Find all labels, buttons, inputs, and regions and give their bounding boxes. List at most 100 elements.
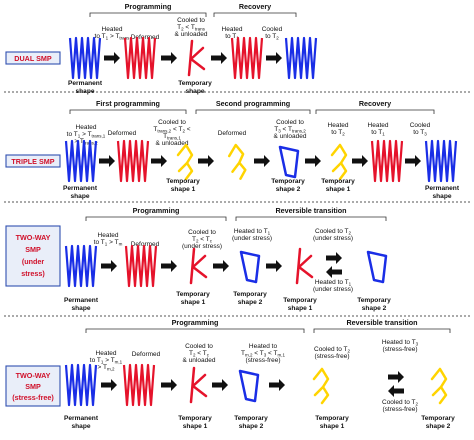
triple-step-deformed-1: Deformed (108, 130, 137, 137)
twoway-stress-arrow (101, 260, 117, 272)
twoway-stress-programming-bracket (85, 216, 227, 221)
dual-step-deformed: Deformed (131, 34, 160, 41)
twoway-free-step-rev-cooled: Cooled to T2(stress-free) (314, 346, 350, 360)
triple-step-deformed-2: Deformed (218, 130, 247, 137)
twoway-free-arrow (269, 379, 285, 391)
triple-arrow (198, 155, 214, 167)
triple-recovered-permanent-shape (424, 139, 458, 183)
triple-recovered-deformed-shape (370, 139, 404, 183)
twoway-stress-temporary-shape-2b (366, 250, 388, 284)
twoway-stress-row: Programming Reversible transition TWO-WA… (5, 206, 391, 312)
triple-arrow (305, 155, 321, 167)
triple-arrow (151, 155, 167, 167)
dual-recovery-header: Recovery (239, 2, 271, 11)
twoway-free-temporary-shape-1 (189, 366, 208, 404)
triple-second-programming-header: Second programming (216, 99, 290, 108)
twoway-free-arrow (212, 379, 228, 391)
twoway-free-row: Programming Reversible transition TWO-WA… (5, 318, 455, 430)
twoway-stress-arrow (161, 260, 177, 272)
twoway-free-step-rev-heated: Heated to T3(stress-free) (382, 339, 419, 353)
triple-smp-tag: TRIPLE SMP (11, 157, 54, 166)
triple-second-programming-bracket (195, 109, 311, 114)
twoway-free-step-deformed: Deformed (132, 351, 161, 358)
triple-arrow (405, 155, 421, 167)
twoway-stress-arrow-forward (326, 252, 342, 264)
twoway-free-reversible-header: Reversible transition (346, 318, 417, 327)
twoway-stress-step-deformed: Deformed (131, 241, 160, 248)
twoway-stress-reversible-bracket (235, 216, 387, 221)
dual-smp-tag-box (5, 51, 61, 65)
twoway-free-temporary-shape-1b (312, 367, 330, 405)
twoway-free-temporary-shape-2 (238, 369, 260, 403)
dual-temporary-shape (187, 39, 206, 77)
triple-first-programming-bracket (69, 109, 187, 114)
twoway-stress-permanent-shape (64, 244, 98, 288)
triple-arrow (99, 155, 115, 167)
dual-recovery-bracket (213, 12, 297, 17)
twoway-free-programming-header: Programming (172, 318, 219, 327)
twoway-free-programming-bracket (85, 328, 305, 333)
twoway-free-arrow-forward (388, 371, 404, 383)
dual-arrow (266, 52, 282, 64)
twoway-stress-step-rev-cooled: Cooled to T2(under stress) (313, 228, 353, 242)
triple-first-programming-header: First programming (96, 99, 160, 108)
twoway-free-step-rev-cooled-bottom: Cooled to T2(stress-free) (382, 399, 418, 413)
twoway-free-arrow-back (388, 385, 404, 397)
twoway-free-tag-box (5, 365, 61, 407)
dual-programming-bracket (89, 12, 207, 17)
triple-recovery-bracket (315, 109, 435, 114)
twoway-stress-step-rev-heated-top: Heated to T1(under stress) (232, 228, 272, 242)
triple-temporary-shape-2 (278, 145, 300, 179)
dual-arrow (211, 52, 227, 64)
dual-permanent-shape (68, 36, 102, 80)
twoway-stress-deformed-shape (124, 244, 158, 288)
triple-recovery-header: Recovery (359, 99, 391, 108)
dual-deformed-shape (123, 36, 157, 80)
twoway-free-deformed-shape (122, 363, 156, 407)
triple-recovered-temporary-shape-1 (330, 143, 348, 181)
twoway-stress-reversible-header: Reversible transition (275, 206, 346, 215)
twoway-stress-temporary-shape-1b (295, 247, 314, 285)
twoway-free-arrow (161, 379, 177, 391)
dual-smp-tag: DUAL SMP (14, 54, 52, 63)
twoway-stress-temporary-shape-1 (189, 247, 208, 285)
dual-programming-header: Programming (125, 2, 172, 11)
triple-arrow (352, 155, 368, 167)
triple-arrow (254, 155, 270, 167)
dual-recovered-deformed-shape (230, 36, 264, 80)
twoway-stress-arrow (266, 260, 282, 272)
triple-permanent-shape (64, 139, 98, 183)
triple-deformed-shape-1 (116, 139, 150, 183)
triple-temporary-shape-1 (176, 143, 194, 181)
dual-arrow (104, 52, 120, 64)
